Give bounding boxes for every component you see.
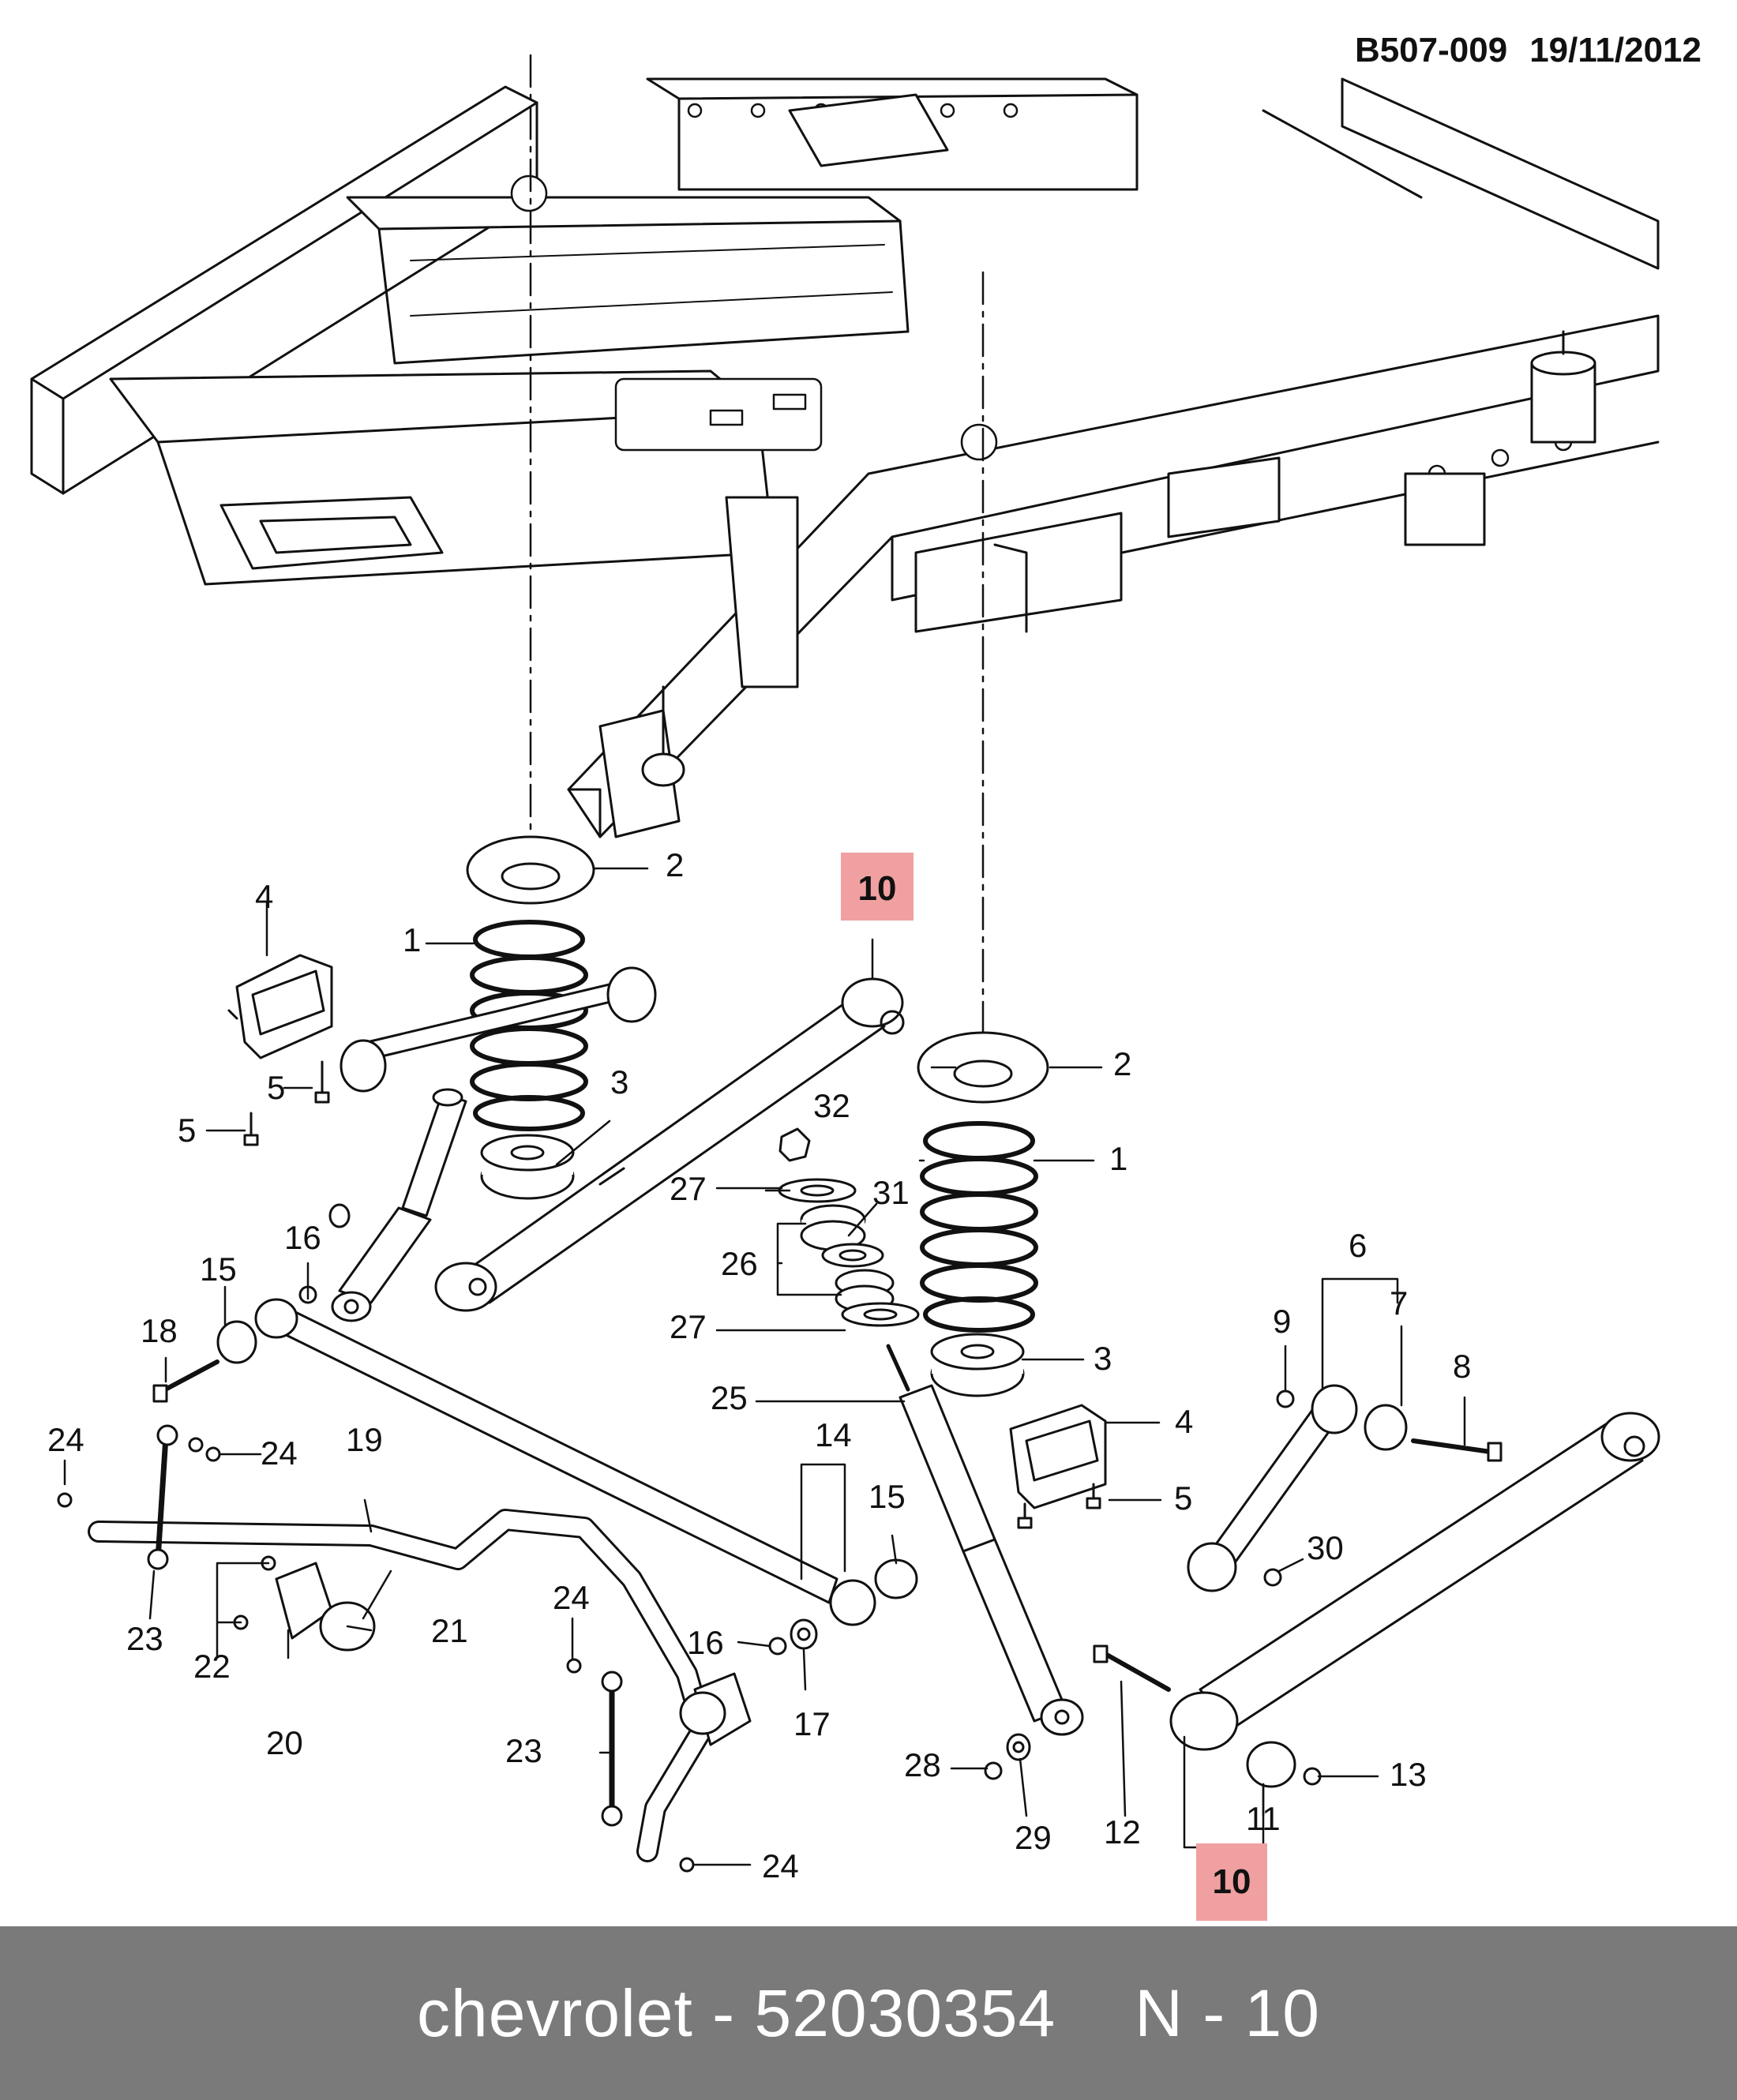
callout-15-left: 15 bbox=[200, 1251, 237, 1288]
chassis-frame bbox=[30, 77, 1660, 838]
callout-5-lower: 5 bbox=[178, 1112, 196, 1149]
callout-3-right: 3 bbox=[1094, 1340, 1112, 1377]
upper-link-left bbox=[340, 966, 657, 1093]
callout-27-lower: 27 bbox=[670, 1308, 707, 1345]
highlight-box-top bbox=[841, 853, 914, 921]
callout-24-left: 24 bbox=[47, 1421, 84, 1458]
callout-10-bottom: 10 bbox=[1213, 1862, 1251, 1901]
spring-seat-upper-right bbox=[917, 1031, 1049, 1104]
track-bar bbox=[152, 1298, 918, 1626]
callout-8: 8 bbox=[1453, 1348, 1471, 1385]
bolt-left-lower bbox=[243, 1112, 259, 1146]
callout-7: 7 bbox=[1390, 1284, 1408, 1322]
small-hardware bbox=[298, 1203, 1031, 1780]
footer-part-number: chevrolet - 52030354 bbox=[417, 1975, 1056, 2050]
callout-28: 28 bbox=[904, 1746, 941, 1783]
callout-30: 30 bbox=[1307, 1529, 1344, 1566]
callout-1-right: 1 bbox=[1109, 1140, 1127, 1177]
bolt-left-upper bbox=[314, 1060, 330, 1104]
callout-26: 26 bbox=[721, 1245, 758, 1282]
callout-10-top: 10 bbox=[858, 869, 897, 908]
shock-absorber-left bbox=[331, 1088, 467, 1322]
callout-17: 17 bbox=[793, 1705, 831, 1742]
callout-14: 14 bbox=[815, 1416, 852, 1453]
callout-labels: 2 1 2 1 3 3 4 4 5 5 5 6 7 8 9 10 10 11 1… bbox=[47, 846, 1471, 1901]
callout-23-left: 23 bbox=[126, 1620, 163, 1657]
callout-25: 25 bbox=[711, 1379, 748, 1416]
spring-insulator-lower-right bbox=[930, 1333, 1025, 1397]
stabilizer-link-right bbox=[566, 1658, 695, 1873]
callout-21: 21 bbox=[431, 1612, 468, 1649]
stabilizer-link-left bbox=[57, 1424, 221, 1570]
callout-24-bottom: 24 bbox=[762, 1847, 799, 1884]
spring-seat-upper-left bbox=[466, 835, 595, 905]
bump-stop-bracket-left bbox=[227, 954, 333, 1059]
callout-20: 20 bbox=[266, 1724, 303, 1761]
callout-3-left: 3 bbox=[610, 1063, 628, 1101]
leader-lines bbox=[63, 867, 1466, 1866]
header-ref: B507-009 bbox=[1355, 31, 1507, 69]
suspension-exploded-diagram: B507-009 19/11/2012 bbox=[30, 31, 1701, 1921]
callout-2-right: 2 bbox=[1113, 1045, 1131, 1082]
callout-9: 9 bbox=[1273, 1303, 1291, 1340]
lower-control-arm-left bbox=[434, 977, 905, 1312]
callout-12: 12 bbox=[1104, 1813, 1141, 1851]
callout-15-right: 15 bbox=[868, 1478, 906, 1515]
bolt-right-bracket bbox=[1017, 1483, 1101, 1529]
callout-11: 11 bbox=[1246, 1800, 1281, 1837]
callout-13: 13 bbox=[1390, 1756, 1427, 1793]
alignment-lines bbox=[529, 54, 985, 1075]
callout-5-upper: 5 bbox=[267, 1069, 285, 1106]
callout-5-right: 5 bbox=[1174, 1479, 1192, 1517]
lower-control-arm-right bbox=[1093, 1412, 1660, 1788]
spring-insulator-lower-left bbox=[480, 1134, 575, 1200]
callout-24-mid: 24 bbox=[261, 1434, 298, 1472]
callout-16-right: 16 bbox=[687, 1624, 724, 1661]
callout-1-left: 1 bbox=[403, 921, 421, 958]
callout-31: 31 bbox=[872, 1174, 910, 1211]
footer-position: N - 10 bbox=[1135, 1975, 1320, 2050]
bump-stop-bracket-right bbox=[1009, 1404, 1107, 1509]
callout-19: 19 bbox=[346, 1421, 383, 1458]
callout-29: 29 bbox=[1015, 1819, 1052, 1856]
highlight-box-bottom bbox=[1196, 1843, 1267, 1921]
header-ref-date: B507-009 19/11/2012 bbox=[1355, 31, 1701, 69]
stabilizer-bar bbox=[88, 1509, 714, 1862]
callout-22: 22 bbox=[193, 1648, 231, 1685]
shock-absorber-right bbox=[886, 1344, 1084, 1736]
header-date: 19/11/2012 bbox=[1529, 31, 1701, 69]
callout-23-right: 23 bbox=[505, 1732, 542, 1769]
callout-32: 32 bbox=[813, 1087, 850, 1124]
callout-16-left: 16 bbox=[284, 1219, 321, 1256]
footer-text: chevrolet - 52030354 N - 10 bbox=[417, 1975, 1320, 2052]
callout-18: 18 bbox=[141, 1312, 178, 1349]
coil-spring-left bbox=[470, 920, 588, 1131]
callout-6: 6 bbox=[1349, 1227, 1367, 1264]
footer-bar: chevrolet - 52030354 N - 10 bbox=[0, 1926, 1737, 2100]
shock-mount-stack bbox=[778, 1127, 920, 1327]
coil-spring-right bbox=[920, 1121, 1038, 1333]
callout-24-center: 24 bbox=[553, 1579, 590, 1616]
stabilizer-clamp-left bbox=[233, 1555, 376, 1652]
upper-link-right bbox=[1187, 1384, 1503, 1592]
callout-2-left: 2 bbox=[666, 846, 684, 883]
callout-4-left: 4 bbox=[255, 878, 273, 915]
callout-27-upper: 27 bbox=[670, 1170, 707, 1207]
callout-4-right: 4 bbox=[1175, 1403, 1193, 1440]
stabilizer-clamp-right bbox=[679, 1672, 752, 1746]
